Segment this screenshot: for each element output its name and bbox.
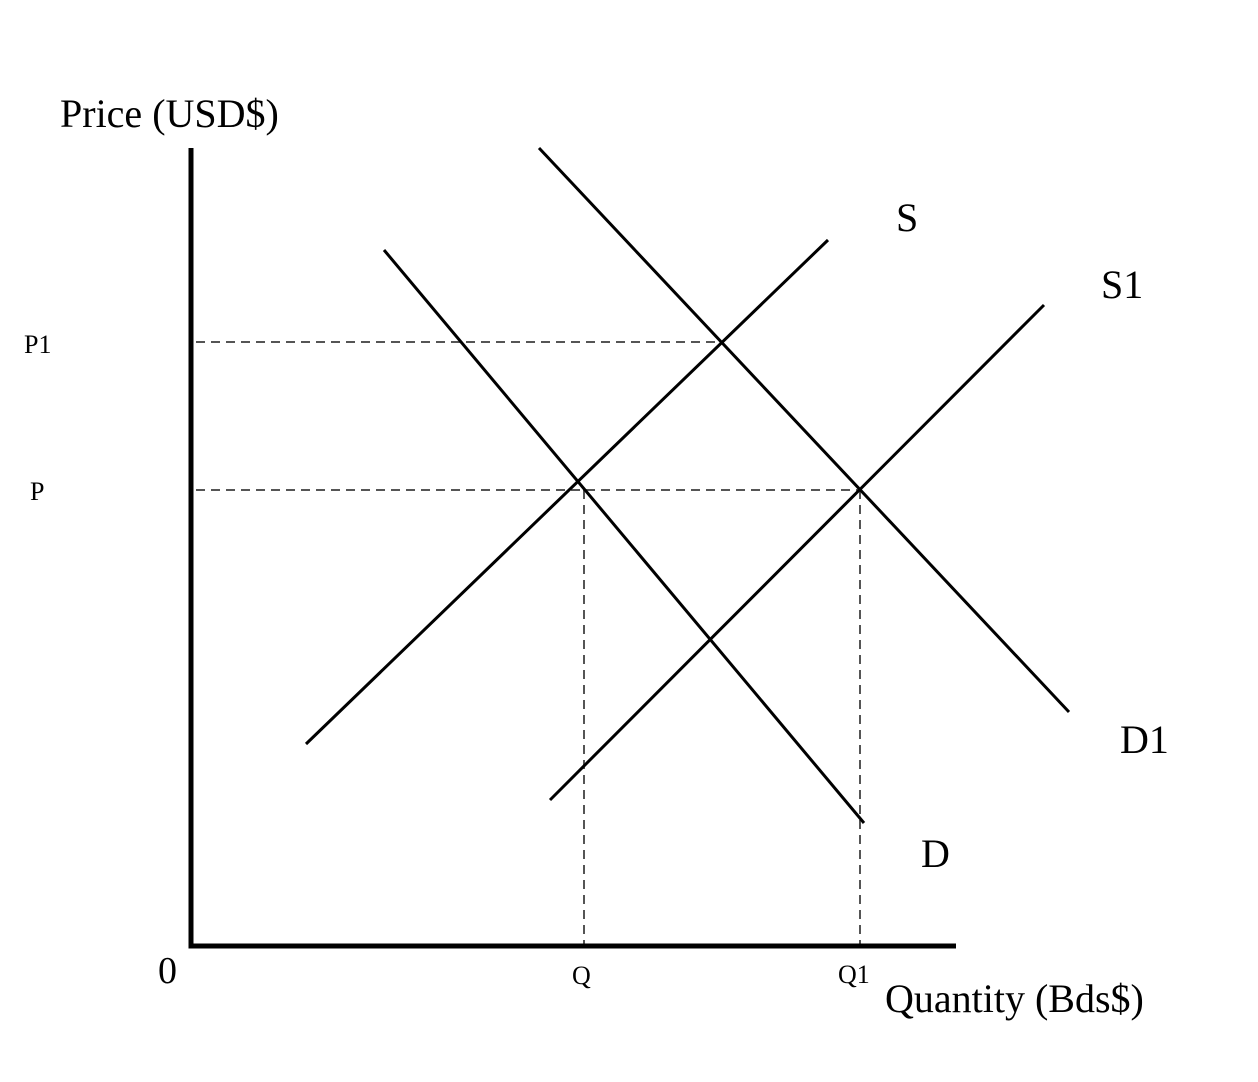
curve-label-s: S [896,195,918,240]
price-label-p1: P1 [24,330,51,359]
curve-label-s1: S1 [1101,262,1143,307]
curve-label-d: D [921,831,950,876]
axes [188,148,956,949]
price-label-p: P [30,477,44,506]
demand-curve-d1 [537,146,1071,714]
curve-label-d1: D1 [1120,717,1169,762]
quantity-label-q: Q [572,961,591,990]
supply-curve-s [304,238,830,746]
demand-curve-d [382,249,866,824]
quantity-label-q1: Q1 [838,960,870,989]
origin-label: 0 [158,950,177,992]
supply-curve-s1 [548,303,1046,802]
x-axis-title: Quantity (Bds$) [885,976,1144,1021]
y-axis-title: Price (USD$) [60,91,279,136]
